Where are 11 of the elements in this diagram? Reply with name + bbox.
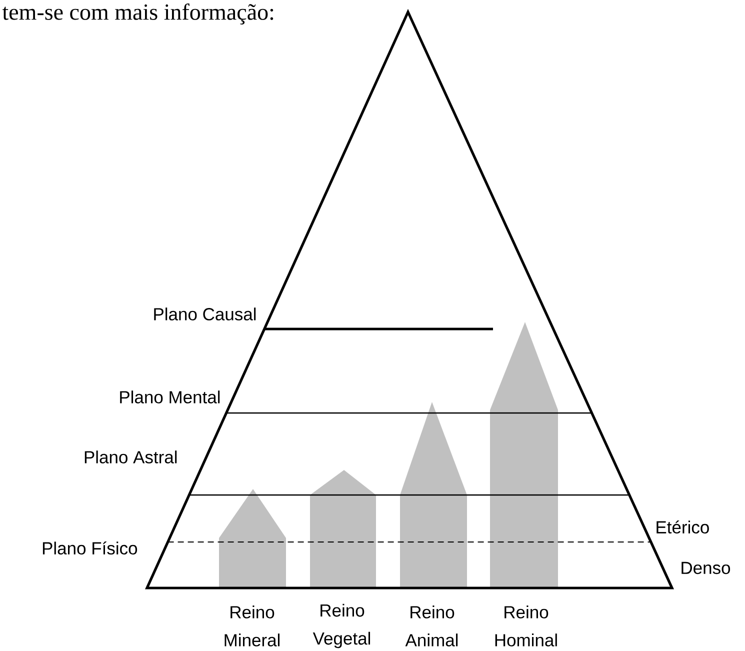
kingdom-label: Reino Animal xyxy=(405,606,458,646)
plane-label: Plano Causal xyxy=(154,308,256,320)
plane-label: Denso xyxy=(682,562,730,574)
kingdom-label: Reino Mineral xyxy=(224,606,280,646)
plane-label: Plano Astral xyxy=(84,450,177,464)
plane-label: Etérico xyxy=(656,520,709,534)
intro-text: tem-se com mais informação: xyxy=(2,3,274,25)
kingdom-label: Reino Hominal xyxy=(495,606,557,646)
kingdom-label: Reino Vegetal xyxy=(312,604,370,648)
plane-label: Plano Mental xyxy=(120,390,220,404)
plane-label: Plano Físico xyxy=(42,541,138,555)
